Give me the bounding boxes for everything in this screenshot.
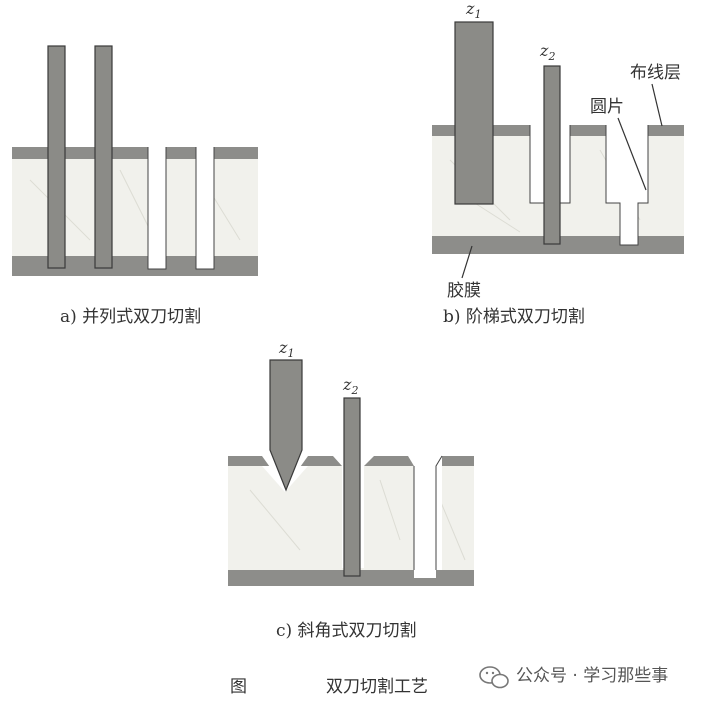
panel-c-diagram: z1 z2 c) 斜角式双刀切割 bbox=[228, 338, 474, 641]
panel-a-caption: a) 并列式双刀切割 bbox=[60, 307, 201, 327]
panel-b-narrow-kerf bbox=[620, 203, 638, 245]
wiring-layer-label: 布线层 bbox=[630, 63, 681, 83]
panel-b-caption: b) 阶梯式双刀切割 bbox=[443, 307, 585, 327]
panel-a-diagram: a) 并列式双刀切割 bbox=[12, 45, 258, 327]
panel-c-wiring-layer-right bbox=[442, 456, 474, 466]
panel-b-z2-label: z2 bbox=[539, 41, 555, 63]
tape-label: 胶膜 bbox=[447, 281, 481, 301]
wiring-layer-leader bbox=[651, 83, 663, 127]
watermark-text: 公众号 · 学习那些事 bbox=[516, 666, 668, 686]
figure-title: 双刀切割工艺 bbox=[326, 677, 428, 697]
wafer-leader bbox=[617, 117, 647, 191]
panel-b-step-groove-2 bbox=[606, 125, 648, 203]
panel-b-blade-z2 bbox=[543, 65, 561, 245]
watermark: 公众号 · 学习那些事 bbox=[479, 666, 668, 689]
panel-c-kerf bbox=[414, 456, 442, 576]
panel-c-blade-z1 bbox=[269, 359, 303, 492]
panel-c-caption: c) 斜角式双刀切割 bbox=[276, 621, 417, 641]
panel-a-kerf-1 bbox=[148, 147, 166, 269]
panel-a-blade-1 bbox=[47, 45, 66, 269]
panel-c-blade-z2 bbox=[343, 397, 361, 577]
panel-c-z2-label: z2 bbox=[342, 375, 358, 397]
wechat-icon bbox=[479, 666, 509, 689]
panel-a-kerf-2 bbox=[196, 147, 214, 269]
panel-b-z1-label: z1 bbox=[465, 0, 481, 21]
wafer-label: 圆片 bbox=[590, 97, 624, 117]
panel-a-blade-2 bbox=[94, 45, 113, 269]
panel-b-blade-z1 bbox=[454, 21, 494, 205]
panel-c-tape bbox=[228, 570, 474, 586]
panel-c-wiring-layer-mid bbox=[364, 456, 414, 466]
panel-c-z1-label: z1 bbox=[278, 338, 294, 360]
tape-leader bbox=[461, 245, 473, 279]
panel-b-diagram: z1 z2 布线层 圆片 胶膜 b) 阶梯式双刀切割 bbox=[432, 0, 684, 327]
figure-prefix: 图 bbox=[230, 677, 247, 697]
